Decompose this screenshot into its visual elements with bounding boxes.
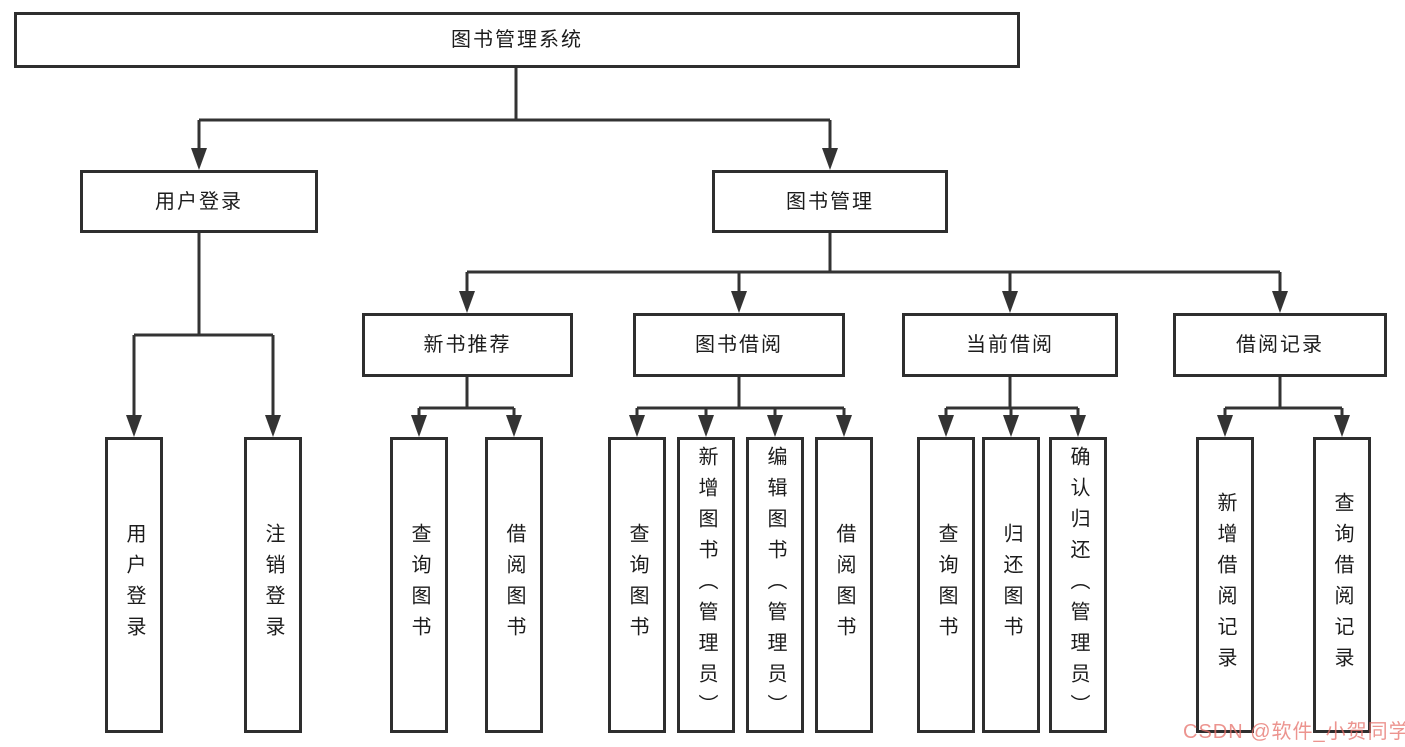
- leaf-label: 确认归还（管理员）: [1067, 445, 1089, 725]
- leaf-borrow-books-recommend: 借阅图书: [485, 437, 543, 733]
- arrow-down-icon: [836, 415, 852, 437]
- arrow-down-icon: [265, 415, 281, 437]
- leaf-label: 查询图书: [408, 523, 430, 647]
- node-book-borrow: 图书借阅: [633, 313, 845, 377]
- leaf-label: 注销登录: [262, 523, 284, 647]
- connector-newbook: [417, 377, 516, 417]
- connector-current: [944, 377, 1080, 417]
- leaf-borrow-books: 借阅图书: [815, 437, 873, 733]
- node-library-system: 图书管理系统: [14, 12, 1020, 68]
- leaf-query-books-current: 查询图书: [917, 437, 975, 733]
- node-label: 借阅记录: [1236, 334, 1324, 356]
- arrow-down-icon: [1002, 291, 1018, 313]
- arrow-down-icon: [506, 415, 522, 437]
- leaf-label: 新增借阅记录: [1214, 492, 1236, 678]
- arrow-down-icon: [629, 415, 645, 437]
- connector-records: [1223, 377, 1344, 417]
- arrow-down-icon: [1334, 415, 1350, 437]
- leaf-label: 查询借阅记录: [1331, 492, 1353, 678]
- leaf-label: 查询图书: [626, 523, 648, 647]
- node-label: 当前借阅: [966, 334, 1054, 356]
- leaf-edit-books-admin: 编辑图书（管理员）: [746, 437, 804, 733]
- leaf-label: 归还图书: [1000, 523, 1022, 647]
- node-label: 新书推荐: [423, 334, 512, 356]
- arrow-down-icon: [731, 291, 747, 313]
- connector-login: [132, 233, 275, 417]
- node-book-management: 图书管理: [712, 170, 948, 233]
- connector-mgmt: [465, 233, 1282, 293]
- connector-borrow: [635, 377, 846, 417]
- leaf-query-books-borrow: 查询图书: [608, 437, 666, 733]
- csdn-watermark: CSDN @软件_小贺同学: [1183, 721, 1405, 743]
- node-label: 图书借阅: [695, 334, 783, 356]
- connector-root: [197, 68, 832, 150]
- arrow-down-icon: [411, 415, 427, 437]
- arrow-down-icon: [1272, 291, 1288, 313]
- arrow-down-icon: [459, 291, 475, 313]
- leaf-label: 编辑图书（管理员）: [764, 445, 786, 725]
- arrow-down-icon: [126, 415, 142, 437]
- arrow-down-icon: [698, 415, 714, 437]
- arrow-down-icon: [191, 148, 207, 170]
- leaf-user-login: 用户登录: [105, 437, 163, 733]
- leaf-label: 用户登录: [123, 523, 145, 647]
- leaf-logout: 注销登录: [244, 437, 302, 733]
- arrow-down-icon: [1070, 415, 1086, 437]
- arrow-down-icon: [1217, 415, 1233, 437]
- arrow-down-icon: [822, 148, 838, 170]
- node-current-borrow: 当前借阅: [902, 313, 1118, 377]
- leaf-query-books-recommend: 查询图书: [390, 437, 448, 733]
- leaf-label: 查询图书: [935, 523, 957, 647]
- node-user-login: 用户登录: [80, 170, 318, 233]
- leaf-return-books: 归还图书: [982, 437, 1040, 733]
- node-borrow-records: 借阅记录: [1173, 313, 1387, 377]
- leaf-add-borrow-record: 新增借阅记录: [1196, 437, 1254, 733]
- leaf-label: 借阅图书: [503, 523, 525, 647]
- arrow-down-icon: [1003, 415, 1019, 437]
- leaf-query-borrow-record: 查询借阅记录: [1313, 437, 1371, 733]
- leaf-label: 借阅图书: [833, 523, 855, 647]
- leaf-add-books-admin: 新增图书（管理员）: [677, 437, 735, 733]
- node-label: 图书管理: [786, 190, 874, 213]
- node-label: 用户登录: [155, 190, 243, 213]
- node-label: 图书管理系统: [451, 29, 583, 51]
- arrow-down-icon: [938, 415, 954, 437]
- node-new-book-recommend: 新书推荐: [362, 313, 573, 377]
- leaf-confirm-return-admin: 确认归还（管理员）: [1049, 437, 1107, 733]
- arrow-down-icon: [767, 415, 783, 437]
- leaf-label: 新增图书（管理员）: [695, 445, 717, 725]
